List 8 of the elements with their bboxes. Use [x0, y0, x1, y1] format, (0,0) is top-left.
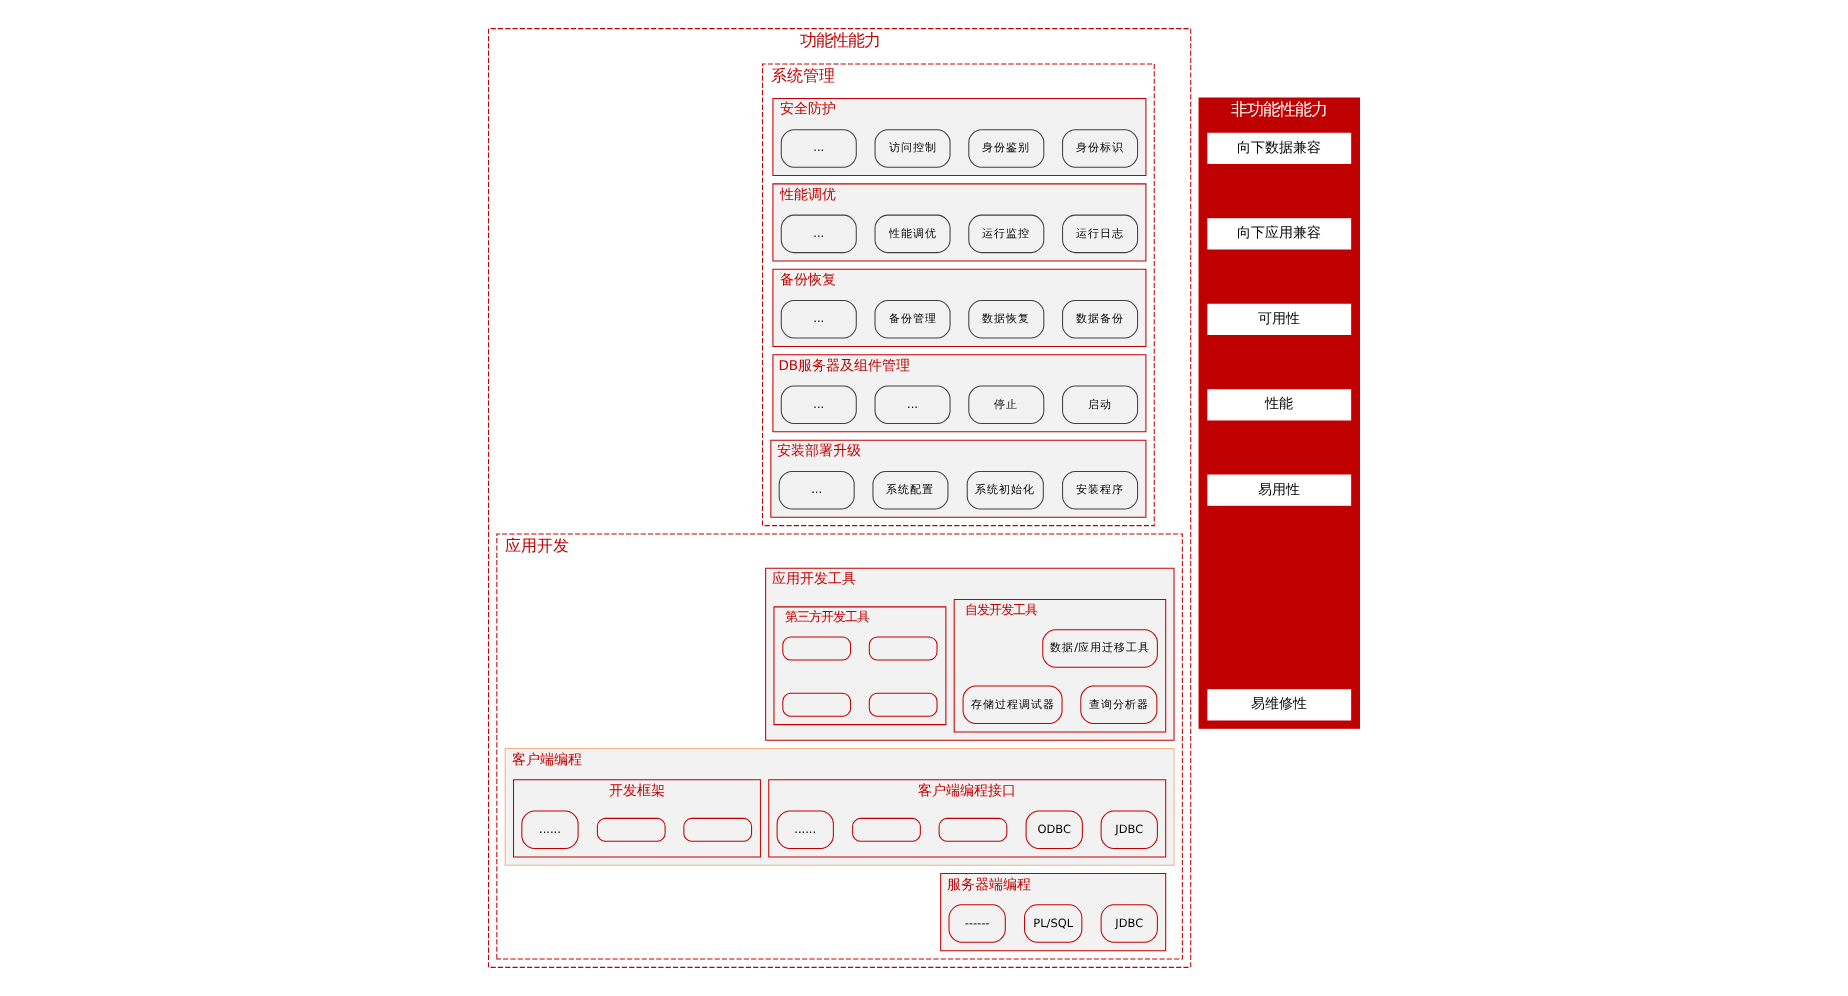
node-box — [938, 817, 1008, 842]
node-box — [868, 692, 938, 717]
node-box — [683, 817, 753, 842]
node-box — [782, 636, 852, 661]
node-box — [782, 692, 852, 717]
node-box — [852, 817, 921, 842]
node-box — [868, 636, 938, 661]
node-box — [596, 817, 666, 842]
